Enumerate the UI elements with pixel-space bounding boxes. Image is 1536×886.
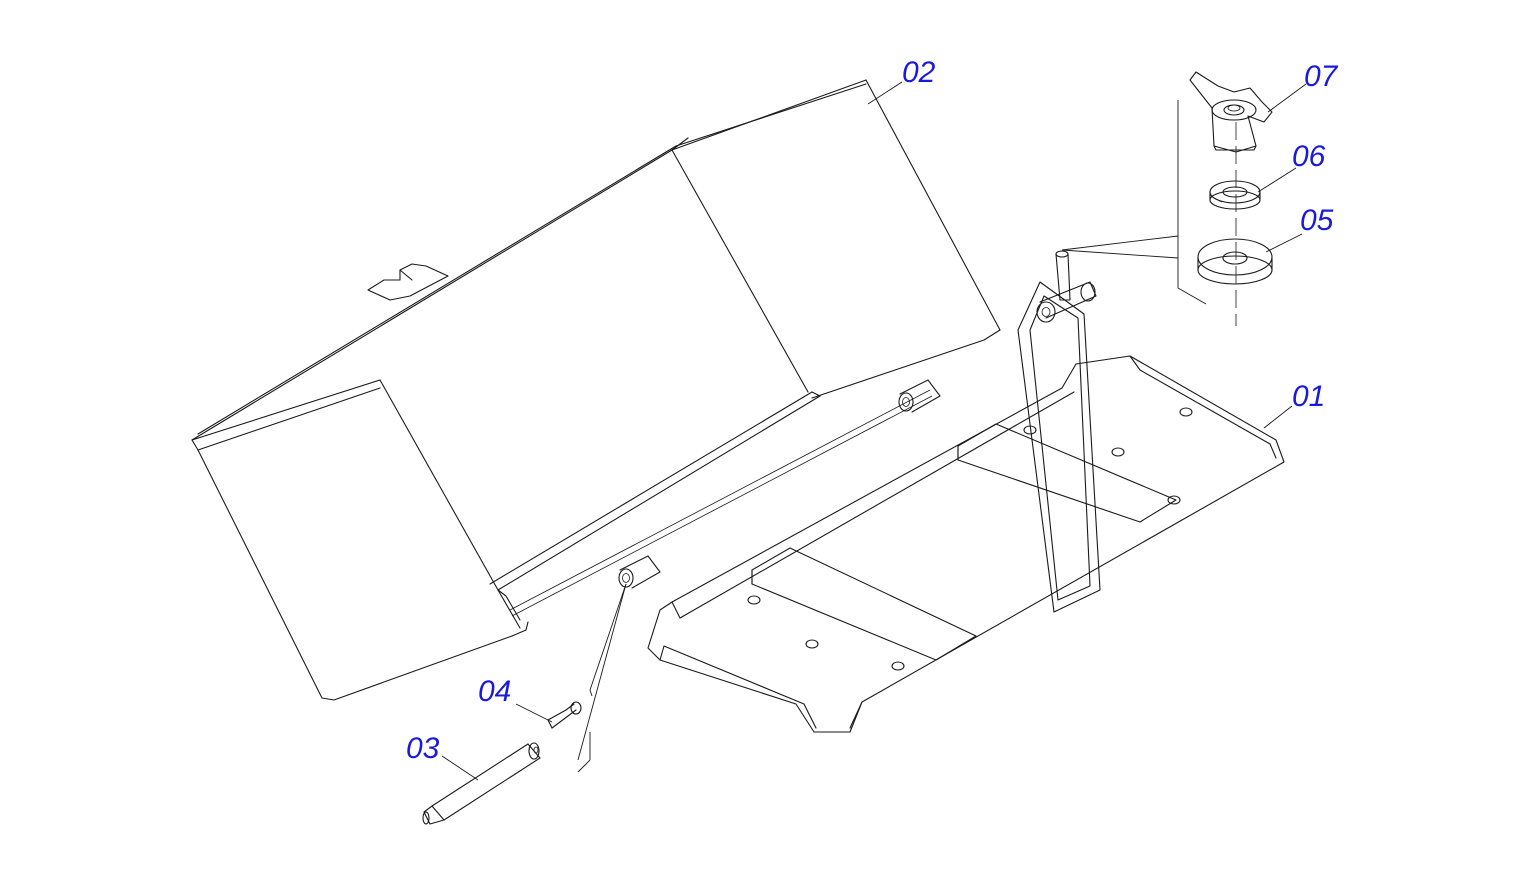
label-leaders [441,81,1307,781]
label-part-07: 07 [1304,60,1338,93]
part-01-base-plate [647,250,1285,733]
assembly-lines [577,100,1237,773]
part-04-cotter-pin [547,701,582,729]
part-03-pin [422,742,541,825]
part-02-tray [191,79,1001,701]
part-06-lock-washer [1209,180,1261,210]
label-part-05: 05 [1300,204,1334,237]
label-part-04: 04 [478,675,512,708]
label-part-02: 02 [902,56,936,89]
label-part-03: 03 [406,732,440,765]
part-07-wing-nut [1189,71,1273,153]
label-part-06: 06 [1292,140,1326,173]
part-05-flat-washer [1197,238,1273,285]
label-part-01: 01 [1292,380,1326,413]
